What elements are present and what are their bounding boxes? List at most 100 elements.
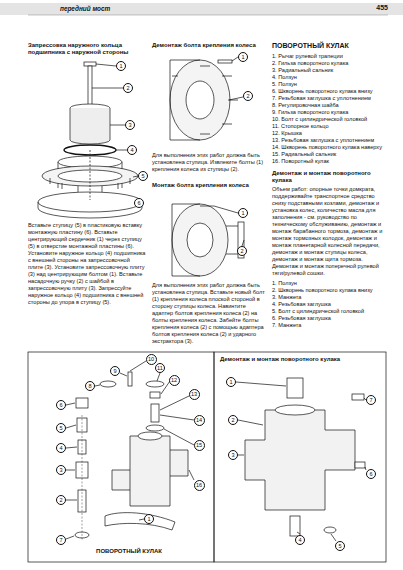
list-item: 1. Рычаг рулевой трапеции	[272, 53, 387, 60]
callout-text: 3	[128, 122, 131, 128]
callout-number: 13	[189, 389, 200, 400]
callout-text: 9	[113, 368, 116, 374]
callout-text: 6	[137, 200, 140, 206]
callout-text: 1	[241, 210, 244, 216]
list-item: 6. Резьбовая заглушка	[272, 315, 387, 322]
callout-text: 6	[369, 471, 372, 477]
callout-text: 4	[59, 445, 62, 451]
list-item: 4. Резьбовая заглушка	[272, 301, 387, 308]
callout-number: 5	[138, 171, 148, 181]
callout-number: 2	[237, 246, 247, 256]
text-column: ПОВОРОТНЫЙ КУЛАК 1. Рычаг рулевой трапеци…	[272, 42, 387, 329]
callout-text: 5	[141, 173, 144, 179]
callout-text: 15	[196, 442, 202, 448]
list-item: 3. Манжета	[272, 294, 387, 301]
callout-text: 14	[196, 417, 202, 423]
list-item: 7. Резьбовая заглушка с уплотнением	[272, 95, 387, 102]
list-item: 4. Ползун	[272, 74, 387, 81]
callout-number: 14	[194, 415, 205, 426]
callout-number: 1	[226, 377, 236, 387]
callout-number: 4	[127, 145, 137, 155]
callout-text: 2	[246, 93, 249, 99]
callout-text: 16	[196, 482, 202, 488]
body-text: Объем работ: опорные точки домкрата, под…	[272, 186, 387, 277]
callout-text: 4	[298, 537, 301, 543]
callout-number: 7	[366, 395, 376, 405]
list-item: 15. Радиальный сальник	[272, 151, 387, 158]
list-item: 7. Манжета	[272, 322, 387, 329]
callout-text: 1	[241, 54, 244, 60]
section-heading: Монтаж болта крепления колеса	[152, 182, 267, 189]
callout-number: 5	[335, 541, 345, 551]
callout-number: 3	[125, 120, 135, 130]
callout-text: 1	[119, 63, 122, 69]
callout-text: 1	[147, 516, 150, 522]
callout-number: 2	[56, 495, 66, 505]
callout-number: 12	[169, 375, 180, 386]
body-text: Вставьте ступицу (5) в пластиковую встав…	[28, 222, 146, 306]
callout-text: 10	[148, 356, 154, 362]
callout-text: 11	[157, 365, 163, 371]
body-text: Для выполнения этих работ должна быть ус…	[152, 282, 267, 345]
figure-caption: Демонтаж и монтаж поворотного кулака	[220, 356, 380, 363]
list-item: 14. Шкворень поворотного кулака наверху	[272, 144, 387, 151]
callout-text: 2	[59, 497, 62, 503]
list-item: 6. Шкворень поворотного кулака внизу	[272, 88, 387, 95]
list-item: 2. Шкворень поворотного кулака внизу	[272, 287, 387, 294]
callout-number: 4	[56, 443, 66, 453]
callout-number: 9	[110, 366, 120, 376]
section-heading: Демонтаж и монтаж поворотного кулака	[272, 170, 387, 184]
callout-text: 3	[59, 467, 62, 473]
callout-text: 4	[130, 147, 133, 153]
list-item: 9. Гильза поворотного кулака	[272, 109, 387, 116]
callout-text: 8	[88, 383, 91, 389]
callout-number: 6	[366, 469, 376, 479]
callout-text: 6	[59, 402, 62, 408]
section-heading: Запрессовка наружного кольца подшипника …	[28, 42, 146, 56]
page-number: 455	[364, 4, 388, 11]
callout-number: 6	[56, 400, 66, 410]
list-item: 11. Стопорное кольцо	[272, 123, 387, 130]
callout-text: 12	[171, 377, 177, 383]
callout-number: 7	[56, 535, 66, 545]
callout-number: 1	[238, 208, 248, 218]
figure-caption: ПОВОРОТНЫЙ КУЛАК	[84, 548, 174, 555]
callout-text: 2	[240, 248, 243, 254]
callout-text: 2	[126, 85, 129, 91]
callout-text: 7	[369, 397, 372, 403]
list-item: 12. Крышка	[272, 130, 387, 137]
callout-number: 2	[243, 91, 253, 101]
callout-number: 15	[194, 440, 205, 451]
section-heading: ПОВОРОТНЫЙ КУЛАК	[272, 42, 387, 50]
list-item: 13. Резьбовая заглушка с уплотнением	[272, 137, 387, 144]
body-text: Для выполнения этих работ должна быть ус…	[152, 152, 267, 173]
section-heading: Демонтаж болта крепления колеса	[152, 42, 267, 49]
callout-number: 1	[116, 61, 126, 71]
list-item: 2. Гильза поворотного кулака	[272, 60, 387, 67]
list-item: 10. Болт с цилиндрической головкой	[272, 116, 387, 123]
callout-number: 2	[228, 415, 238, 425]
callout-number: 16	[194, 480, 205, 491]
list-item: 8. Регулировочная шайба	[272, 102, 387, 109]
page-header: передний мост	[60, 5, 110, 12]
callout-text: 5	[59, 425, 62, 431]
callout-number: 10	[146, 354, 157, 365]
callout-text: 13	[191, 391, 197, 397]
callout-number: 6	[134, 198, 144, 208]
list-item: 5. Болт с цилиндрической головкой	[272, 308, 387, 315]
callout-number: 4	[295, 535, 305, 545]
callout-number: 11	[155, 363, 165, 373]
callout-number: 1	[238, 52, 248, 62]
list-item: 1. Ползун	[272, 280, 387, 287]
callout-text: 5	[338, 543, 341, 549]
callout-number: 8	[85, 381, 95, 391]
callout-text: 3	[231, 452, 234, 458]
callout-number: 1	[144, 514, 154, 524]
callout-number: 3	[228, 450, 238, 460]
callout-number: 2	[123, 83, 133, 93]
list-item: 3. Радиальный сальник	[272, 67, 387, 74]
callout-text: 1	[229, 379, 232, 385]
list-item: 5. Ползун	[272, 81, 387, 88]
callout-number: 3	[56, 465, 66, 475]
list-item: 16. Поворотный кулак	[272, 158, 387, 165]
